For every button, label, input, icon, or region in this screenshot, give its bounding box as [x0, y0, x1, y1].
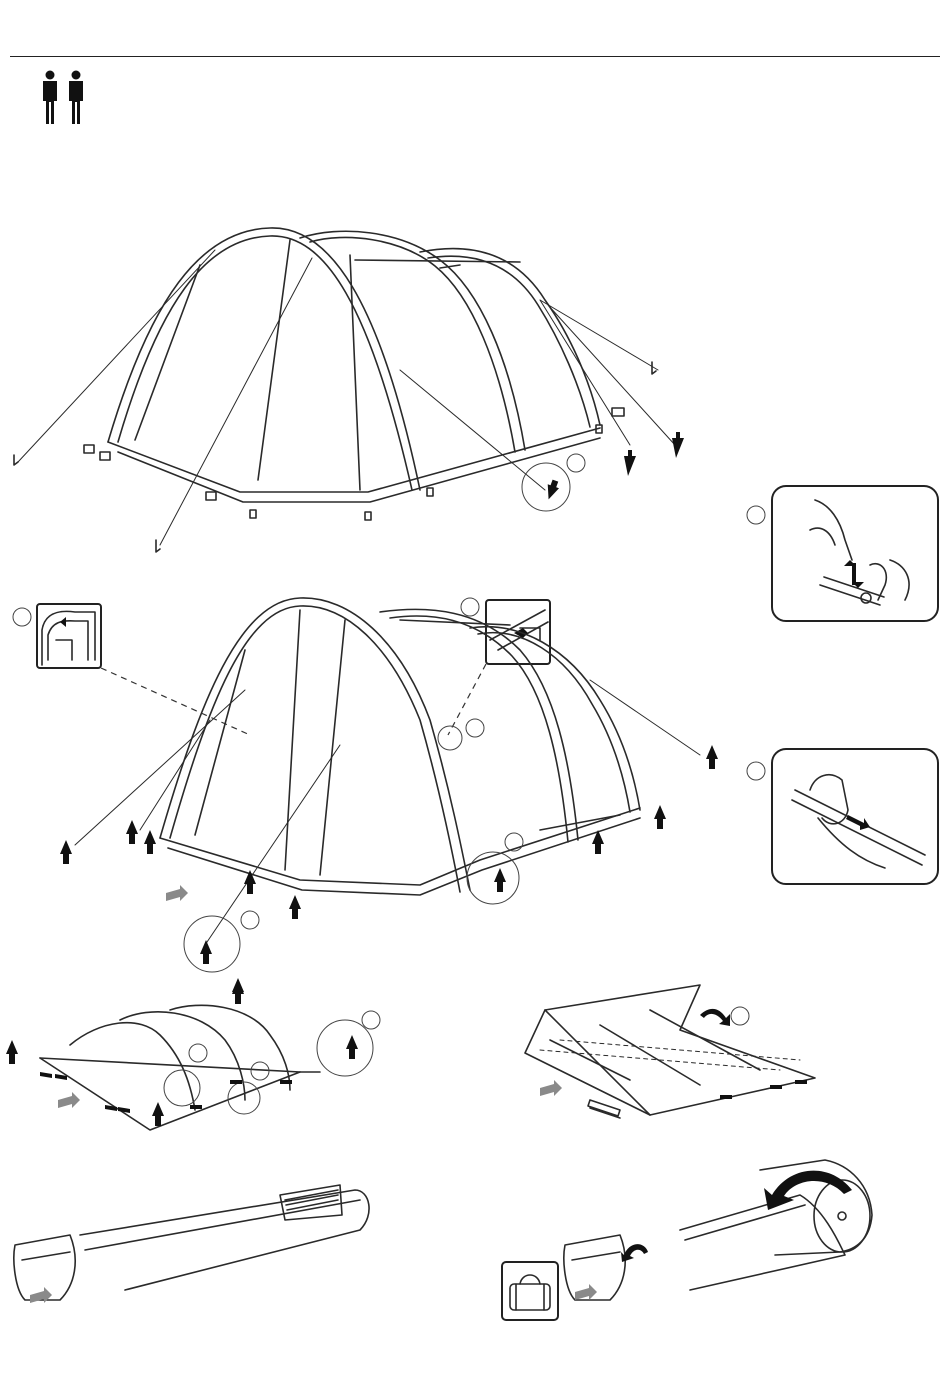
- step-4-folded-flat: [525, 985, 815, 1118]
- step-6-roll-and-bag: [502, 1160, 872, 1320]
- step-5-roll-with-poles: [14, 1185, 369, 1303]
- step-1-tent-diagram: [14, 228, 684, 552]
- step-3-collapsed-arches: [6, 978, 380, 1130]
- step-2-tent-diagram: [13, 598, 718, 1004]
- detail-hand-pole-tip: [747, 486, 938, 621]
- detail-hand-pull-pole: [747, 749, 938, 884]
